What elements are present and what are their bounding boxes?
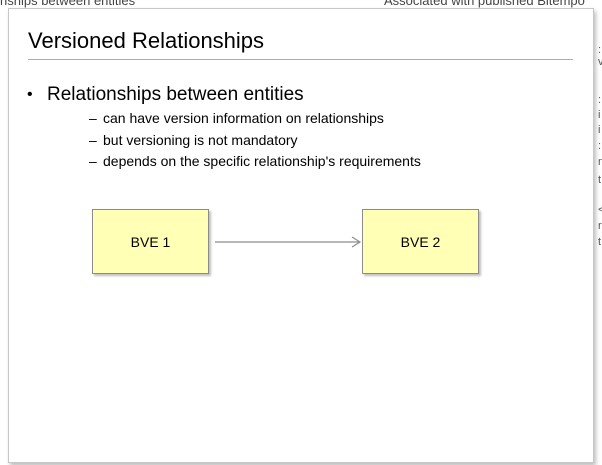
relationship-arrow bbox=[215, 236, 362, 248]
side-char: : bbox=[598, 94, 602, 106]
background-right-text: Associated with published Bitempo bbox=[384, 0, 585, 8]
dash-marker: – bbox=[89, 153, 97, 169]
side-char: < bbox=[598, 204, 602, 216]
side-char: i bbox=[598, 124, 601, 136]
sub-bullet-item: –can have version information on relatio… bbox=[89, 110, 384, 126]
side-char: n bbox=[598, 156, 602, 168]
side-char: : bbox=[598, 44, 602, 56]
dash-marker: – bbox=[89, 110, 97, 126]
title-divider bbox=[28, 59, 573, 60]
sub-bullet-text: but versioning is not mandatory bbox=[103, 132, 298, 148]
side-char: r bbox=[598, 220, 602, 232]
arrow-head bbox=[351, 236, 362, 248]
background-left-text: nships between entities bbox=[0, 0, 136, 8]
bullet-text: Relationships between entities bbox=[47, 84, 304, 105]
sub-bullet-text: can have version information on relation… bbox=[103, 110, 384, 126]
dash-marker: – bbox=[89, 132, 97, 148]
side-char: : bbox=[598, 140, 602, 152]
side-char: t bbox=[598, 174, 602, 186]
side-char: t bbox=[598, 236, 602, 248]
side-char: v bbox=[598, 56, 602, 68]
sub-bullet-item: –depends on the specific relationship's … bbox=[89, 153, 421, 169]
slide-title: Versioned Relationships bbox=[28, 28, 265, 53]
side-char: i bbox=[598, 109, 601, 121]
entity-box-label: BVE 2 bbox=[400, 233, 441, 250]
entity-box-bve-2: BVE 2 bbox=[362, 209, 479, 274]
bullet-marker: • bbox=[27, 86, 33, 103]
entity-box-bve-1: BVE 1 bbox=[92, 209, 209, 274]
sub-bullet-text: depends on the specific relationship's r… bbox=[103, 153, 421, 169]
entity-box-label: BVE 1 bbox=[130, 233, 171, 250]
sub-bullet-item: –but versioning is not mandatory bbox=[89, 132, 298, 148]
slide-panel[interactable]: Versioned Relationships • Relationships … bbox=[8, 8, 594, 463]
